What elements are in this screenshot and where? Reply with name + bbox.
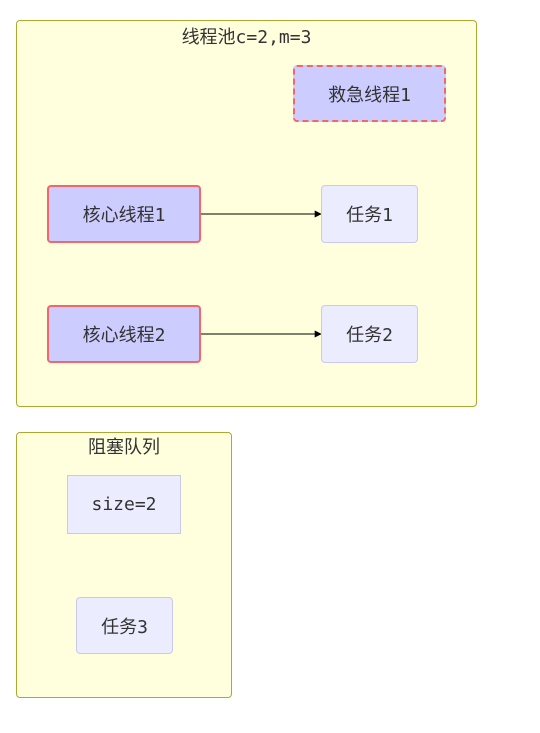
rescue-thread-node: 救急线程1 xyxy=(293,65,446,122)
queue-size-node: size=2 xyxy=(67,475,181,534)
thread-pool-title: 线程池c=2,m=3 xyxy=(181,27,312,48)
core-thread-1-node: 核心线程1 xyxy=(47,185,201,243)
task-3-node: 任务3 xyxy=(76,597,173,654)
core-thread-2-node: 核心线程2 xyxy=(47,305,201,363)
blocking-queue-title: 阻塞队列 xyxy=(88,437,160,458)
task-2-node: 任务2 xyxy=(321,305,418,363)
task-1-node: 任务1 xyxy=(321,185,418,243)
